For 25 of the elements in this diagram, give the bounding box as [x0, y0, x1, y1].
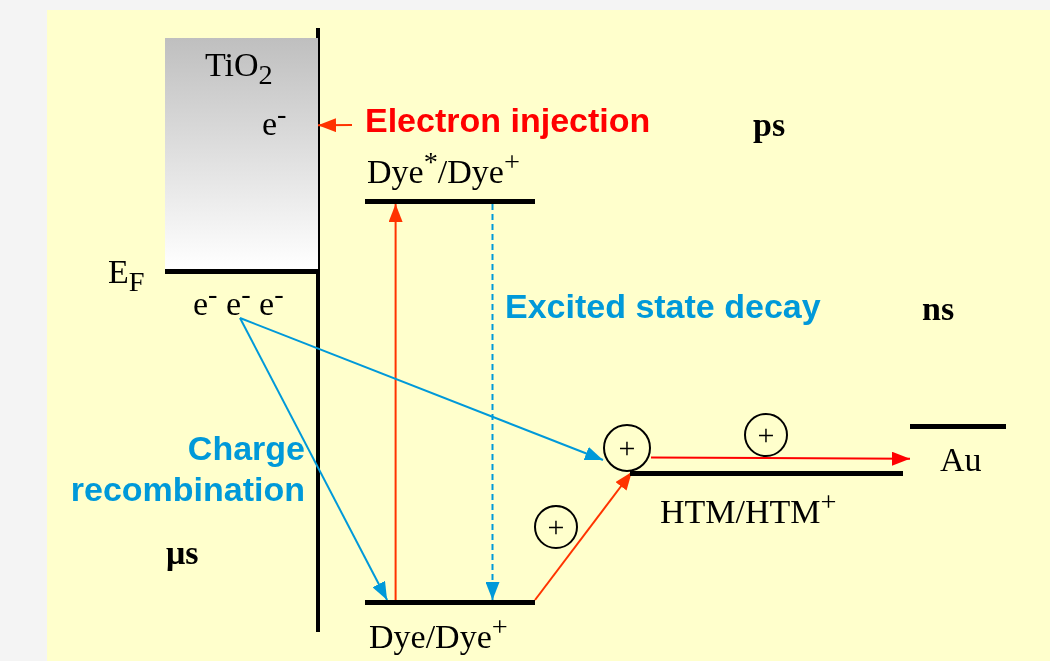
arrow — [534, 471, 633, 601]
process-label: Excited state decay — [505, 286, 821, 327]
electron-label: e$^{-}$ — [262, 100, 287, 142]
energy-level-label: HTM/HTM$^{+}$ — [660, 488, 837, 530]
process-label: Electron injection — [365, 100, 651, 141]
charge-symbol: + — [546, 509, 566, 545]
arrow — [239, 317, 389, 601]
charge-symbol: + — [756, 417, 776, 453]
arrow — [650, 451, 911, 466]
arrow — [388, 203, 403, 601]
energy-level-label: Dye/Dye$^{+}$ — [369, 613, 508, 655]
timescale-label: μs — [166, 536, 199, 570]
timescale-label: ps — [753, 108, 786, 142]
energy-level-label: Au — [940, 443, 982, 477]
arrow — [485, 203, 500, 601]
electron-label: e$^{-}$ e$^{-}$ e$^{-}$ — [193, 280, 284, 322]
timescale-label: ns — [922, 292, 955, 326]
process-label: Charge recombination — [69, 428, 305, 510]
fermi-level-label: E$_{F}$ — [108, 255, 145, 297]
arrow — [317, 118, 353, 133]
conduction-band — [165, 38, 318, 274]
charge-symbol: + — [617, 430, 637, 466]
material-label: TiO$_{2}$ — [205, 48, 273, 90]
arrow — [239, 317, 604, 462]
energy-level-label: Dye$^{*}$/Dye$^{+}$ — [367, 148, 520, 190]
